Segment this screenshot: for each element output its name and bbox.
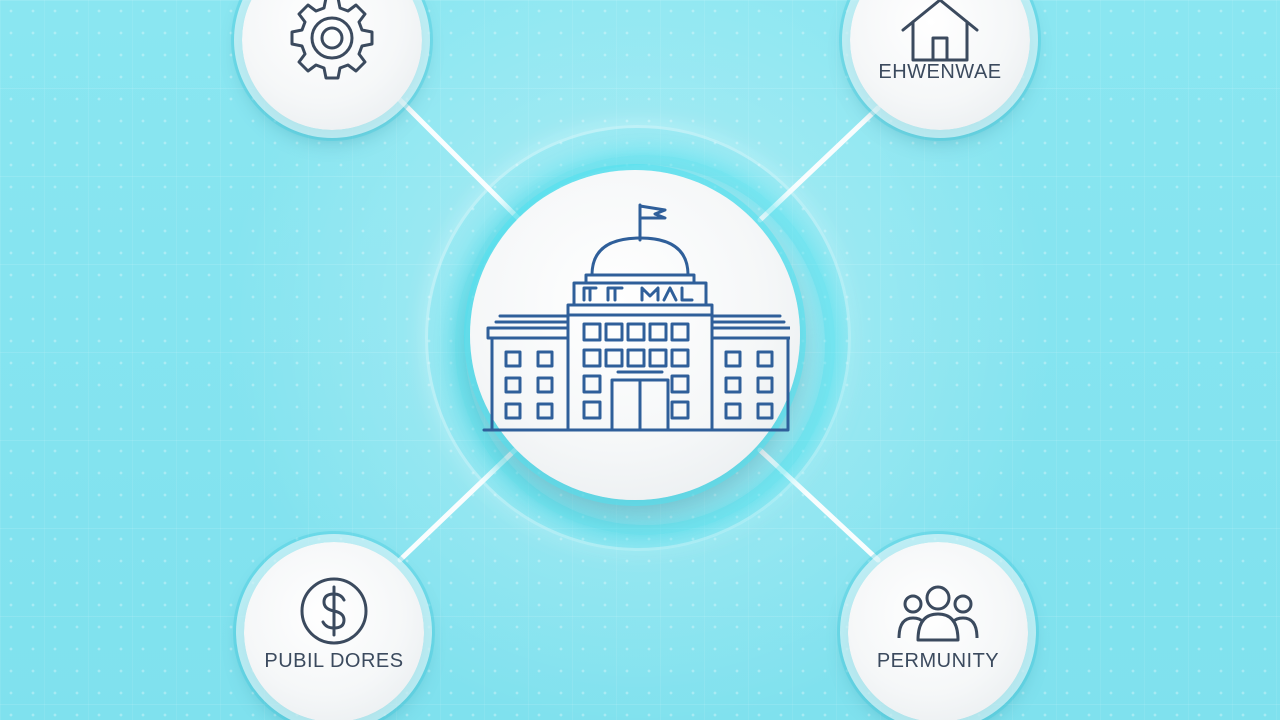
gear-icon — [290, 0, 374, 80]
center-outer-ring — [425, 125, 851, 551]
node-bottom-right: PERMUNITY — [848, 542, 1028, 720]
node-bottom-right-label: PERMUNITY — [876, 650, 1000, 672]
center-node — [470, 170, 800, 500]
government-building-icon — [482, 203, 790, 432]
node-bottom-left: PUBIL DORES — [244, 542, 424, 720]
house-icon — [901, 0, 979, 62]
dollar-coin-icon — [300, 577, 368, 645]
node-bottom-left-label: PUBIL DORES — [264, 650, 404, 672]
center-glow-ring — [455, 155, 835, 535]
node-top-right-label: EHWENWAE — [878, 61, 1002, 83]
community-people-icon — [897, 585, 979, 642]
